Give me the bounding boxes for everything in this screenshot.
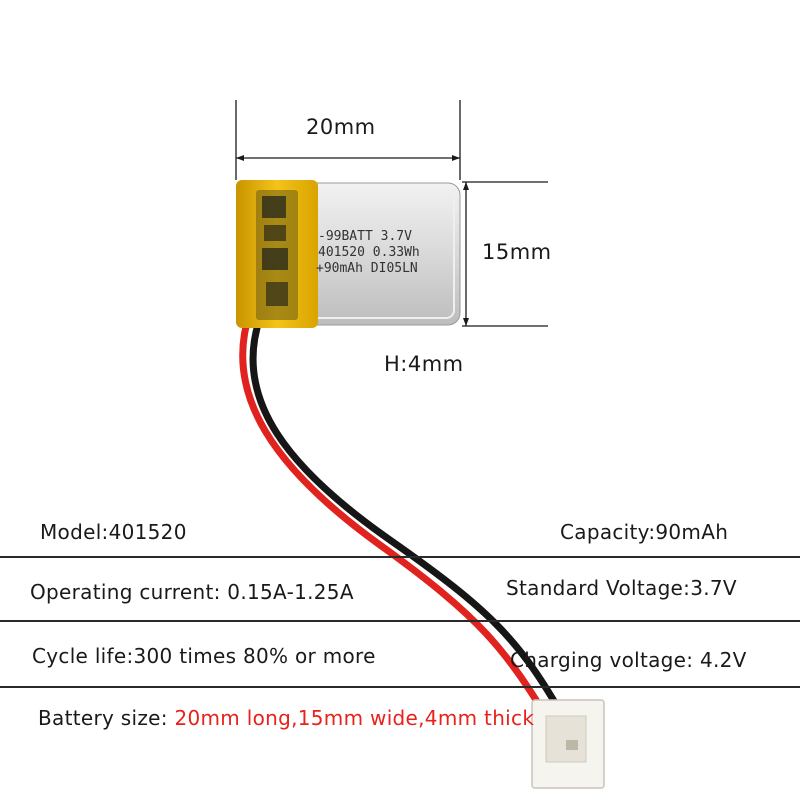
model-spec: Model:401520 (40, 520, 187, 544)
divider-3 (0, 686, 800, 688)
battery-size-label: Battery size: (38, 706, 175, 730)
capacity-spec: Capacity:90mAh (560, 520, 729, 544)
battery-size-spec: Battery size: 20mm long,15mm wide,4mm th… (38, 706, 534, 730)
charging-voltage-spec: Charging voltage: 4.2V (510, 648, 747, 672)
divider-1 (0, 556, 800, 558)
jst-connector (531, 699, 605, 789)
dimension-lines (235, 100, 548, 327)
operating-current-spec: Operating current: 0.15A-1.25A (30, 580, 354, 604)
cell-label-line1: -99BATT 3.7V (318, 229, 412, 244)
thickness-dimension-label: H:4mm (384, 352, 464, 376)
cell-label-line2: 401520 0.33Wh (318, 245, 420, 260)
divider-2 (0, 620, 800, 622)
cell-label-line3: +90mAh DI05LN (316, 261, 418, 276)
width-dimension-label: 20mm (306, 115, 376, 139)
height-dimension-label: 15mm (482, 240, 552, 264)
standard-voltage-spec: Standard Voltage:3.7V (506, 576, 737, 600)
wire-leads (239, 308, 569, 726)
battery-size-value: 20mm long,15mm wide,4mm thick (174, 706, 535, 730)
cycle-life-spec: Cycle life:300 times 80% or more (32, 644, 376, 668)
battery-cell (236, 180, 461, 328)
